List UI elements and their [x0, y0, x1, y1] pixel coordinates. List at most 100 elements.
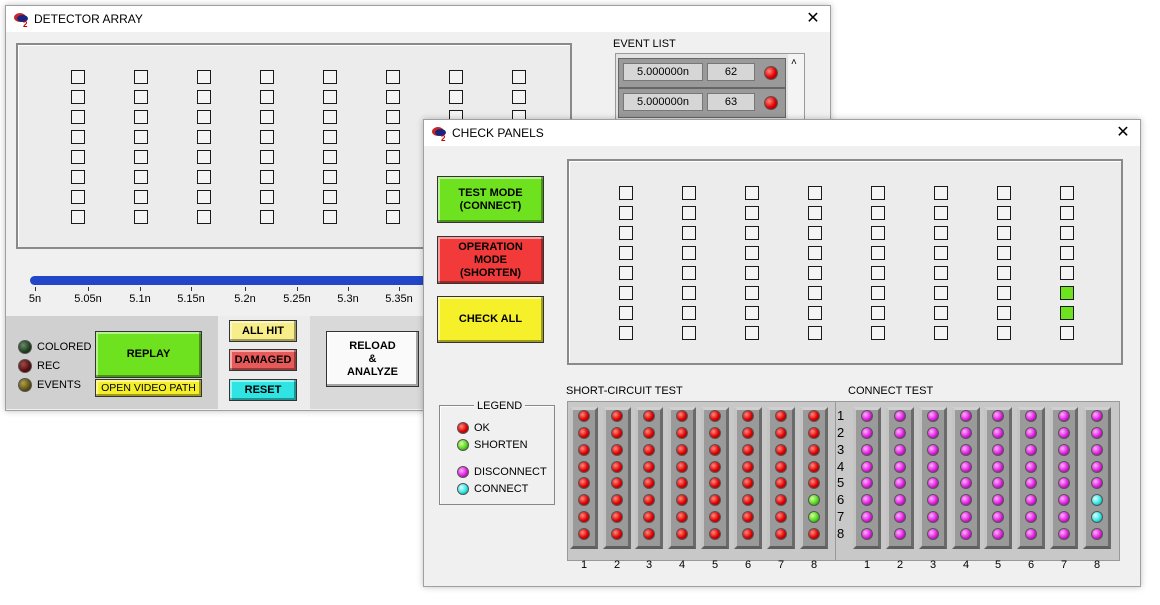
panel-cell[interactable] [997, 206, 1011, 220]
event-list-scrollbar[interactable]: ˄ [788, 54, 804, 124]
panel-cell[interactable] [871, 206, 885, 220]
detector-cell[interactable] [260, 110, 274, 124]
detector-cell[interactable] [386, 70, 400, 84]
panel-cell[interactable] [997, 326, 1011, 340]
detector-cell[interactable] [386, 210, 400, 224]
panel-cell[interactable] [997, 266, 1011, 280]
panel-cell[interactable] [871, 286, 885, 300]
detector-cell[interactable] [71, 70, 85, 84]
panel-cell[interactable] [871, 226, 885, 240]
detector-cell[interactable] [260, 130, 274, 144]
panel-cell[interactable] [871, 266, 885, 280]
panel-cell[interactable] [1060, 266, 1074, 280]
panel-cell[interactable] [808, 266, 822, 280]
panel-cell[interactable] [934, 246, 948, 260]
detector-cell[interactable] [71, 210, 85, 224]
detector-cell[interactable] [449, 90, 463, 104]
panel-cell[interactable] [619, 246, 633, 260]
replay-button[interactable]: REPLAY [95, 331, 202, 378]
detector-cell[interactable] [134, 150, 148, 164]
detector-cell[interactable] [71, 190, 85, 204]
detector-cell[interactable] [71, 110, 85, 124]
detector-cell[interactable] [134, 190, 148, 204]
detector-cell[interactable] [386, 90, 400, 104]
event-row[interactable]: 5.000000n 62 [618, 58, 786, 88]
panel-cell[interactable] [1060, 286, 1074, 300]
panel-cell[interactable] [745, 186, 759, 200]
panel-cell[interactable] [808, 286, 822, 300]
panel-cell[interactable] [1060, 206, 1074, 220]
panel-cell[interactable] [682, 206, 696, 220]
detector-cell[interactable] [197, 150, 211, 164]
detector-cell[interactable] [197, 110, 211, 124]
panel-cell[interactable] [1060, 246, 1074, 260]
panel-cell[interactable] [682, 286, 696, 300]
panel-cell[interactable] [997, 286, 1011, 300]
check-all-button[interactable]: CHECK ALL [437, 296, 544, 343]
detector-cell[interactable] [323, 170, 337, 184]
panel-cell[interactable] [682, 246, 696, 260]
damaged-button[interactable]: DAMAGED [229, 349, 297, 371]
detector-cell[interactable] [323, 110, 337, 124]
panel-cell[interactable] [997, 186, 1011, 200]
detector-cell[interactable] [260, 210, 274, 224]
panel-cell[interactable] [871, 326, 885, 340]
detector-cell[interactable] [323, 130, 337, 144]
panel-cell[interactable] [1060, 326, 1074, 340]
detector-cell[interactable] [197, 130, 211, 144]
close-icon[interactable]: ✕ [806, 10, 820, 27]
detector-cell[interactable] [71, 130, 85, 144]
panel-cell[interactable] [682, 326, 696, 340]
detector-cell[interactable] [260, 170, 274, 184]
panel-cell[interactable] [619, 186, 633, 200]
panel-cell[interactable] [745, 266, 759, 280]
detector-cell[interactable] [323, 150, 337, 164]
detector-cell[interactable] [512, 70, 526, 84]
panel-cell[interactable] [934, 266, 948, 280]
panel-cell[interactable] [745, 206, 759, 220]
detector-cell[interactable] [260, 90, 274, 104]
detector-cell[interactable] [71, 170, 85, 184]
panel-cell[interactable] [619, 326, 633, 340]
detector-cell[interactable] [386, 170, 400, 184]
detector-cell[interactable] [134, 70, 148, 84]
panel-cell[interactable] [934, 226, 948, 240]
panel-cell[interactable] [682, 266, 696, 280]
panel-cell[interactable] [997, 306, 1011, 320]
detector-cell[interactable] [134, 110, 148, 124]
detector-cell[interactable] [323, 190, 337, 204]
detector-cell[interactable] [260, 70, 274, 84]
detector-cell[interactable] [449, 70, 463, 84]
panel-cell[interactable] [682, 306, 696, 320]
time-slider[interactable] [30, 276, 440, 285]
panel-cell[interactable] [808, 226, 822, 240]
panel-cell[interactable] [745, 326, 759, 340]
detector-cell[interactable] [71, 90, 85, 104]
reload-analyze-button[interactable]: RELOAD & ANALYZE [326, 331, 419, 387]
detector-cell[interactable] [134, 170, 148, 184]
detector-cell[interactable] [386, 150, 400, 164]
detector-cell[interactable] [134, 90, 148, 104]
detector-cell[interactable] [386, 110, 400, 124]
reset-button[interactable]: RESET [229, 379, 297, 401]
panel-cell[interactable] [1060, 226, 1074, 240]
panel-cell[interactable] [808, 186, 822, 200]
panel-cell[interactable] [808, 246, 822, 260]
detector-cell[interactable] [260, 150, 274, 164]
panel-cell[interactable] [682, 186, 696, 200]
panel-cell[interactable] [871, 246, 885, 260]
panel-cell[interactable] [871, 186, 885, 200]
panel-cell[interactable] [619, 306, 633, 320]
detector-cell[interactable] [197, 210, 211, 224]
detector-cell[interactable] [71, 150, 85, 164]
detector-cell[interactable] [197, 190, 211, 204]
panel-cell[interactable] [682, 226, 696, 240]
detector-cell[interactable] [197, 170, 211, 184]
detector-cell[interactable] [512, 90, 526, 104]
panel-cell[interactable] [997, 226, 1011, 240]
detector-cell[interactable] [134, 210, 148, 224]
panel-cell[interactable] [934, 286, 948, 300]
operation-mode-button[interactable]: OPERATION MODE (SHORTEN) [437, 236, 544, 284]
all-hit-button[interactable]: ALL HIT [229, 320, 297, 342]
detector-cell[interactable] [323, 70, 337, 84]
